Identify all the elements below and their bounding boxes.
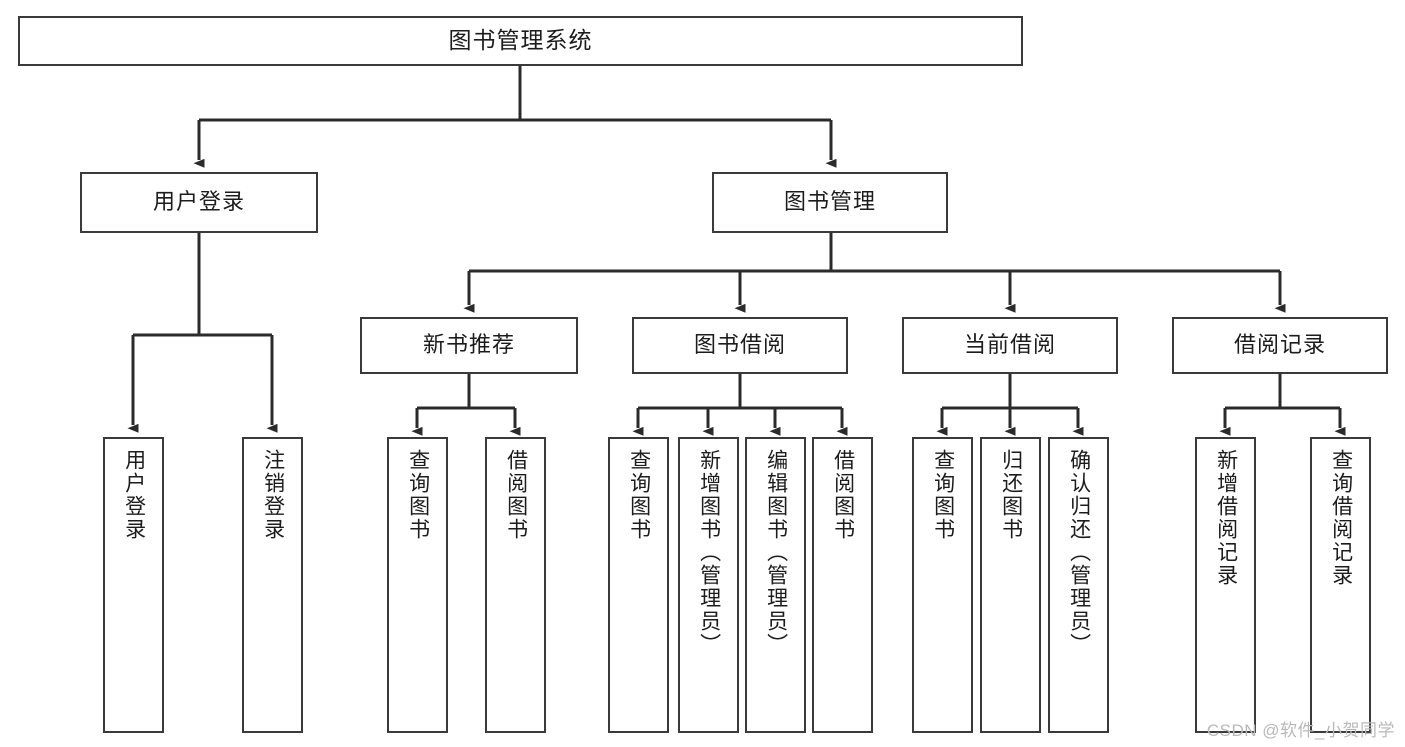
- node-book-borrow-label: 图书借阅: [693, 332, 786, 358]
- node-leaf-return-book[interactable]: 归还图书: [980, 437, 1041, 733]
- node-leaf-borrow-book-1-label: 借阅图书: [504, 449, 528, 541]
- node-leaf-edit-book[interactable]: 编辑图书（管理员）: [745, 437, 806, 733]
- node-leaf-add-record-label: 新增借阅记录: [1214, 449, 1238, 587]
- node-root[interactable]: 图书管理系统: [18, 16, 1023, 66]
- node-user-login[interactable]: 用户登录: [80, 172, 318, 233]
- node-book-manage-label: 图书管理: [783, 189, 876, 215]
- node-leaf-borrow-book-2[interactable]: 借阅图书: [812, 437, 873, 733]
- node-leaf-query-book-2[interactable]: 查询图书: [608, 437, 669, 733]
- node-new-book-recommend-label: 新书推荐: [422, 332, 515, 358]
- node-leaf-query-book-2-label: 查询图书: [627, 449, 651, 541]
- node-leaf-query-book-1-label: 查询图书: [406, 449, 430, 541]
- node-current-borrow[interactable]: 当前借阅: [902, 317, 1118, 374]
- node-leaf-logout-label: 注销登录: [261, 449, 285, 541]
- node-leaf-return-book-label: 归还图书: [999, 449, 1023, 541]
- node-leaf-user-login-label: 用户登录: [122, 449, 146, 541]
- node-leaf-add-book[interactable]: 新增图书（管理员）: [678, 437, 739, 733]
- node-leaf-edit-book-label: 编辑图书（管理员）: [764, 449, 788, 656]
- node-leaf-query-book-1[interactable]: 查询图书: [387, 437, 448, 733]
- node-borrow-record-label: 借阅记录: [1233, 332, 1326, 358]
- node-leaf-borrow-book-1[interactable]: 借阅图书: [485, 437, 546, 733]
- node-leaf-add-book-label: 新增图书（管理员）: [697, 449, 721, 656]
- node-leaf-add-record[interactable]: 新增借阅记录: [1195, 437, 1256, 733]
- node-leaf-query-record-label: 查询借阅记录: [1329, 449, 1353, 587]
- node-current-borrow-label: 当前借阅: [963, 332, 1056, 358]
- node-leaf-confirm-return-label: 确认归还（管理员）: [1067, 449, 1091, 656]
- node-book-borrow[interactable]: 图书借阅: [632, 317, 848, 374]
- node-new-book-recommend[interactable]: 新书推荐: [360, 317, 578, 374]
- node-borrow-record[interactable]: 借阅记录: [1172, 317, 1388, 374]
- node-leaf-query-book-3[interactable]: 查询图书: [912, 437, 973, 733]
- node-leaf-confirm-return[interactable]: 确认归还（管理员）: [1048, 437, 1109, 733]
- node-book-manage[interactable]: 图书管理: [712, 172, 948, 233]
- node-leaf-query-book-3-label: 查询图书: [931, 449, 955, 541]
- node-leaf-user-login[interactable]: 用户登录: [103, 437, 164, 733]
- node-root-label: 图书管理系统: [448, 27, 593, 54]
- node-user-login-label: 用户登录: [152, 189, 245, 215]
- node-leaf-borrow-book-2-label: 借阅图书: [831, 449, 855, 541]
- node-leaf-query-record[interactable]: 查询借阅记录: [1310, 437, 1371, 733]
- csdn-watermark: CSDN @软件_小贺同学: [1206, 721, 1395, 740]
- node-leaf-logout[interactable]: 注销登录: [242, 437, 303, 733]
